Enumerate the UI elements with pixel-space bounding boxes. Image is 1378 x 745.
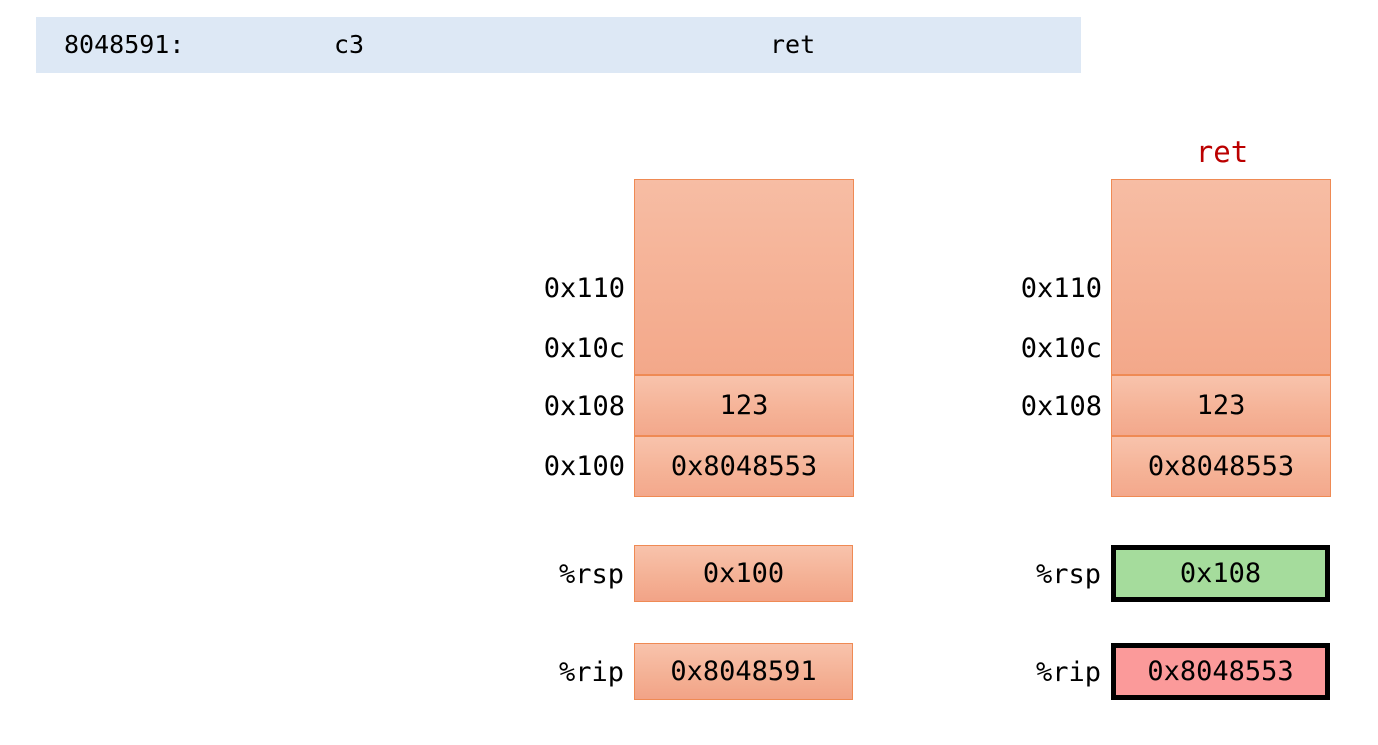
disassembly-bytes: c3 <box>334 30 365 59</box>
after-register-value-rsp-text: 0x108 <box>1179 558 1262 589</box>
after-stack-cell-0x100-value: 0x8048553 <box>1147 451 1295 482</box>
step-caption: ret <box>1195 135 1249 169</box>
before-address-label-0x100: 0x100 <box>543 451 625 482</box>
after-address-label-0x10c: 0x10c <box>1020 333 1102 364</box>
before-stack-cell-0x100-value: 0x8048553 <box>670 451 818 482</box>
before-address-label-0x110: 0x110 <box>543 273 625 304</box>
before-address-label-0x108: 0x108 <box>543 391 625 422</box>
after-address-label-0x110: 0x110 <box>1020 273 1102 304</box>
before-stack-cell-0x100: 0x8048553 <box>634 436 854 497</box>
after-register-label-rsp: %rsp <box>1035 559 1101 590</box>
before-register-label-rip: %rip <box>558 657 624 688</box>
after-stack-cell-0x108-value: 123 <box>1196 390 1246 421</box>
after-stack-cell-0x108: 123 <box>1111 375 1331 436</box>
after-stack-unused-region <box>1111 179 1331 375</box>
disassembly-mnemonic: ret <box>770 30 816 59</box>
after-register-value-rip-text: 0x8048553 <box>1147 656 1294 687</box>
after-register-label-rip: %rip <box>1035 657 1101 688</box>
before-register-value-rsp-text: 0x100 <box>702 558 785 589</box>
disassembly-line: 8048591: c3 ret <box>36 17 1081 73</box>
before-stack-cell-0x108: 123 <box>634 375 854 436</box>
after-address-label-0x108: 0x108 <box>1020 391 1102 422</box>
before-register-value-rip: 0x8048591 <box>634 643 853 700</box>
before-register-value-rsp: 0x100 <box>634 545 853 602</box>
before-stack-cell-0x108-value: 123 <box>719 390 769 421</box>
after-register-value-rsp: 0x108 <box>1111 545 1330 602</box>
after-register-value-rip: 0x8048553 <box>1111 643 1330 700</box>
before-stack-unused-region <box>634 179 854 375</box>
before-register-label-rsp: %rsp <box>558 559 624 590</box>
before-address-label-0x10c: 0x10c <box>543 333 625 364</box>
after-stack-cell-0x100: 0x8048553 <box>1111 436 1331 497</box>
disassembly-address: 8048591: <box>64 30 185 59</box>
before-register-value-rip-text: 0x8048591 <box>670 656 817 687</box>
